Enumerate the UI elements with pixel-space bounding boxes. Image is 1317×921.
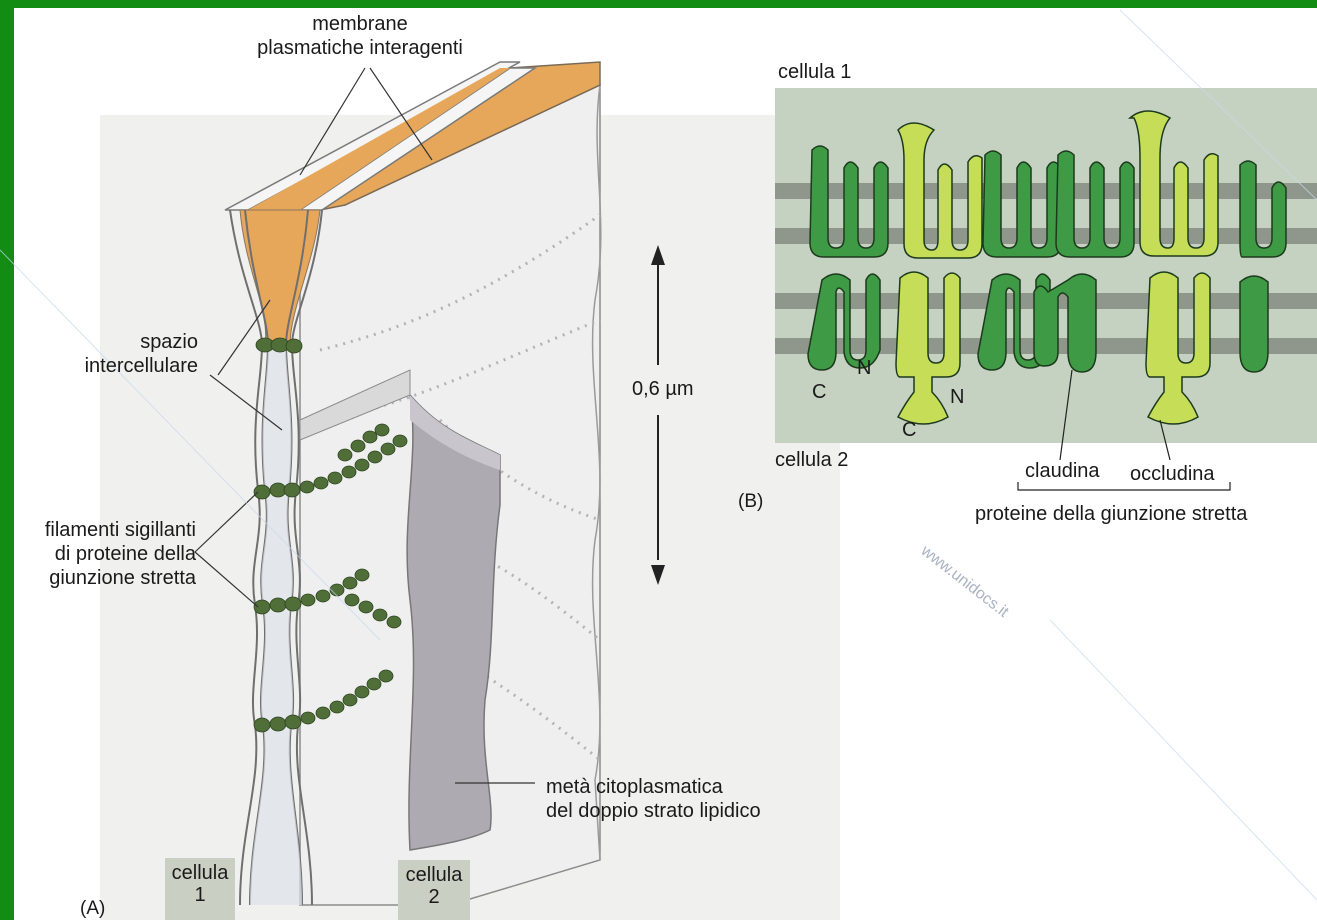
panel-b-diagram <box>775 88 1317 490</box>
cell-1-tag-number: 1 <box>165 884 235 906</box>
label-sealing-filaments: filamenti sigillanti di proteine della g… <box>20 518 196 590</box>
label-membranes-line2: plasmatiche interagenti <box>240 36 480 60</box>
label-space-line1: spazio <box>60 330 198 354</box>
label-filaments-line3: giunzione stretta <box>20 566 196 590</box>
panel-b-background <box>775 88 1317 443</box>
cell-1-tag-word: cellula <box>165 862 235 884</box>
label-cell-1: cellula 1 <box>778 60 851 84</box>
label-space-line2: intercellulare <box>60 354 198 378</box>
label-claudin: claudina <box>1025 459 1100 483</box>
cell-2-tag: cellula 2 <box>398 860 470 920</box>
label-cell-2: cellula 2 <box>775 448 848 472</box>
label-cyto-line1: metà citoplasmatica <box>546 775 761 799</box>
cell-1-tag: cellula 1 <box>165 858 235 920</box>
claudin-bottom-4 <box>1240 276 1268 372</box>
label-terminal-c-left: C <box>812 380 826 404</box>
label-intercellular-space: spazio intercellulare <box>60 330 198 378</box>
label-terminal-n-left: N <box>857 356 871 380</box>
cell-2-tag-word: cellula <box>398 864 470 886</box>
label-scale: 0,6 µm <box>632 377 694 401</box>
claudin-top-3 <box>1056 151 1134 257</box>
label-membranes: membrane plasmatiche interagenti <box>240 12 480 60</box>
label-tight-junction-proteins: proteine della giunzione stretta <box>975 502 1247 526</box>
label-occludin: occludina <box>1130 462 1215 486</box>
claudin-top-2 <box>983 151 1061 257</box>
cell-2-tag-number: 2 <box>398 886 470 908</box>
label-terminal-c-mid: C <box>902 418 916 442</box>
label-terminal-n-mid: N <box>950 385 964 409</box>
label-membranes-line1: membrane <box>240 12 480 36</box>
label-filaments-line2: di proteine della <box>20 542 196 566</box>
label-cytoplasmic-half: metà citoplasmatica del doppio strato li… <box>546 775 761 823</box>
label-cyto-line2: del doppio strato lipidico <box>546 799 761 823</box>
panel-a-letter: (A) <box>80 897 105 921</box>
strand-1 <box>256 338 302 353</box>
panel-b-letter: (B) <box>738 490 763 514</box>
label-filaments-line1: filamenti sigillanti <box>20 518 196 542</box>
